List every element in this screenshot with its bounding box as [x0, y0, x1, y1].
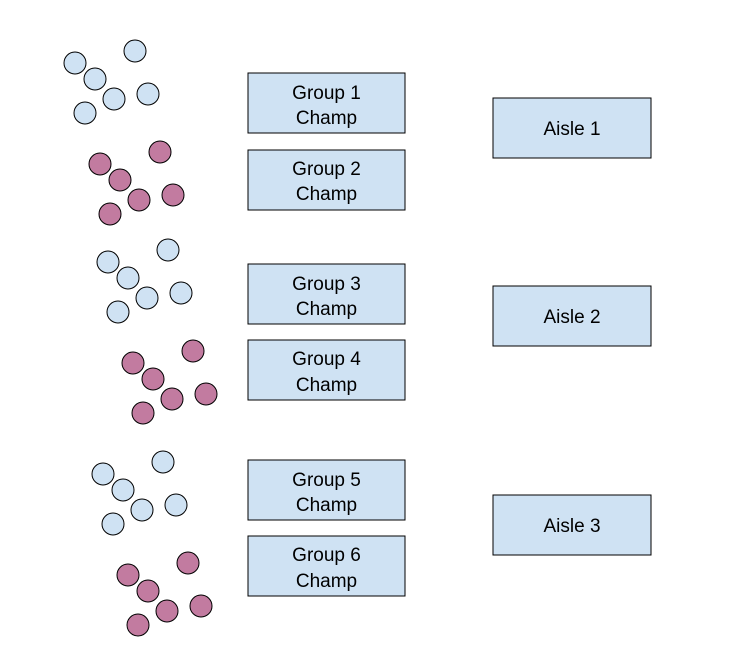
group-3-dot [169, 281, 193, 305]
group-box-6: Group 6 Champ [247, 535, 406, 597]
group-2-dot [148, 140, 172, 164]
group-box-1: Group 1 Champ [247, 72, 406, 134]
group-4-dot [181, 339, 205, 363]
group-box-4-line2: Champ [296, 375, 357, 396]
group-4-dot [194, 382, 218, 406]
group-1-dot [102, 87, 126, 111]
group-2-dot [161, 183, 185, 207]
group-4-dot [160, 387, 184, 411]
group-4-dot [141, 367, 165, 391]
group-3-dot [116, 266, 140, 290]
group-5-dot [151, 450, 175, 474]
group-6-dot [136, 579, 160, 603]
aisle-box-2: Aisle 2 [492, 285, 652, 347]
group-2-dot [88, 152, 112, 176]
group-1-dot [83, 67, 107, 91]
group-5-dot [91, 462, 115, 486]
group-box-3-line2: Champ [296, 299, 357, 320]
group-5-dot [101, 512, 125, 536]
group-box-1-line1: Group 1 [292, 83, 361, 104]
group-box-4: Group 4 Champ [247, 339, 406, 401]
group-box-1-line2: Champ [296, 108, 357, 129]
group-2-dot [127, 188, 151, 212]
group-box-5-line2: Champ [296, 495, 357, 516]
group-6-dot [126, 613, 150, 637]
group-1-dot [136, 82, 160, 106]
group-box-2-line1: Group 2 [292, 159, 361, 180]
group-box-3-line1: Group 3 [292, 274, 361, 295]
group-4-dot [121, 351, 145, 375]
aisle-box-3-label: Aisle 3 [543, 516, 600, 537]
group-6-dot [116, 563, 140, 587]
group-1-dot [73, 101, 97, 125]
group-2-dot [108, 168, 132, 192]
group-box-5-line1: Group 5 [292, 470, 361, 491]
group-3-dot [106, 300, 130, 324]
group-5-dot [111, 478, 135, 502]
group-box-2-line2: Champ [296, 184, 357, 205]
group-5-dot [130, 498, 154, 522]
group-6-dot [189, 594, 213, 618]
dot-clusters [63, 39, 218, 637]
group-6-dot [176, 551, 200, 575]
group-3-dot [96, 250, 120, 274]
group-6-dot [155, 599, 179, 623]
group-1-dot [63, 51, 87, 75]
group-box-5: Group 5 Champ [247, 459, 406, 521]
aisle-box-2-label: Aisle 2 [543, 307, 600, 328]
group-5-dot [164, 493, 188, 517]
group-box-2: Group 2 Champ [247, 149, 406, 211]
aisle-box-3: Aisle 3 [492, 494, 652, 556]
group-box-6-line2: Champ [296, 571, 357, 592]
aisle-box-1: Aisle 1 [492, 97, 652, 159]
group-4-dot [131, 401, 155, 425]
group-3-dot [156, 238, 180, 262]
group-2-dot [98, 202, 122, 226]
group-1-dot [123, 39, 147, 63]
group-box-4-line1: Group 4 [292, 349, 361, 370]
group-3-dot [135, 286, 159, 310]
aisle-box-1-label: Aisle 1 [543, 119, 600, 140]
group-box-3: Group 3 Champ [247, 263, 406, 325]
group-box-6-line1: Group 6 [292, 545, 361, 566]
